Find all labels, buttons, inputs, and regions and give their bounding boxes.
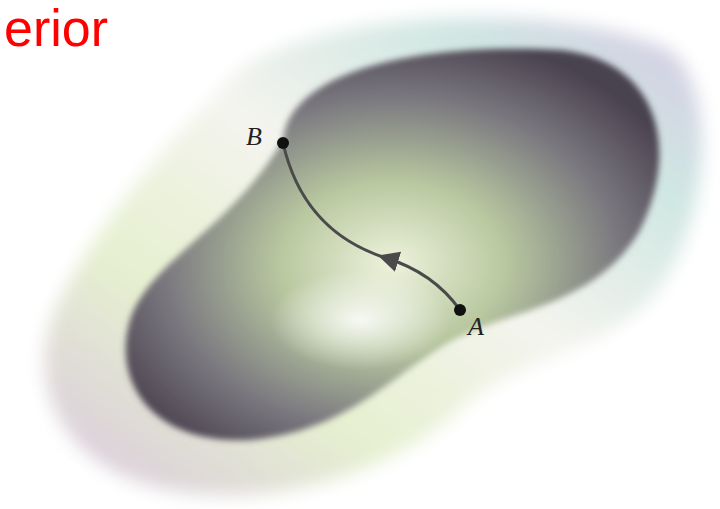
surface-highlight: [270, 270, 450, 370]
heading-fragment: erior: [4, 2, 108, 54]
path-curve: [283, 143, 386, 258]
outer-halo: [45, 18, 702, 495]
path-curve: [386, 258, 460, 310]
point-dot: [454, 304, 466, 316]
point-label: B: [246, 124, 262, 150]
closed-surface: [126, 49, 660, 441]
point-label: A: [468, 314, 484, 340]
point-dot: [277, 137, 289, 149]
